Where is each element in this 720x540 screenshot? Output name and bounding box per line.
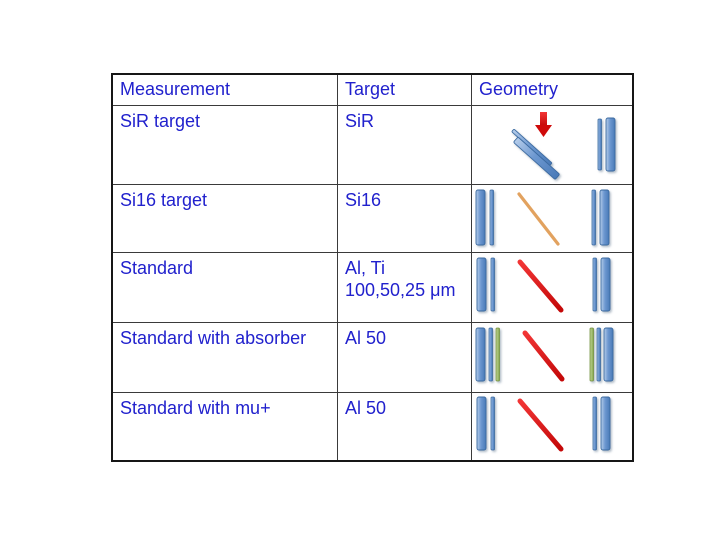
cell-target-sir: SiR: [338, 106, 472, 185]
tilted-target-beam-arrow-detector-icon: [511, 112, 616, 180]
measurement-table: Measurement Target Geometry SiR target S…: [111, 73, 634, 462]
header-cell-measurement: Measurement: [113, 75, 338, 106]
cell-geometry-mu: [472, 393, 632, 460]
tilted-target-slabs-icon: [511, 128, 560, 180]
cell-measurement-si16: Si16 target: [113, 185, 338, 253]
tan-diagonal-target-icon: [517, 192, 560, 246]
detectors-red-target-icon: [476, 396, 611, 452]
red-diagonal-target-icon: [517, 398, 564, 452]
header-cell-geometry: Geometry: [472, 75, 632, 106]
beam-arrow-down-icon: [535, 112, 552, 137]
absorber-bar-green-icon: [495, 327, 500, 382]
detector-absorber-right-icon: [589, 327, 614, 382]
absorber-bar-green-icon: [589, 327, 594, 382]
detector-bars-left-icon: [476, 257, 495, 312]
cell-target-mu: Al 50: [338, 393, 472, 460]
header-cell-target: Target: [338, 75, 472, 106]
detector-bars-left-icon: [475, 189, 494, 246]
detectors-red-target-icon: [476, 257, 611, 313]
detector-bars-right-icon: [591, 189, 610, 246]
detector-bars-left-icon: [476, 396, 495, 451]
target-line1: Al, Ti: [345, 258, 386, 278]
detector-bars-icon: [597, 117, 616, 172]
red-diagonal-target-icon: [517, 259, 564, 313]
cell-target-si16: Si16: [338, 185, 472, 253]
detector-bars-right-icon: [592, 257, 611, 312]
cell-measurement-absorber: Standard with absorber: [113, 323, 338, 393]
target-line2: 100,50,25 μm: [345, 280, 456, 300]
cell-target-absorber: Al 50: [338, 323, 472, 393]
red-diagonal-target-icon: [522, 330, 565, 382]
cell-geometry-si16: [472, 185, 632, 253]
detector-absorber-left-icon: [475, 327, 500, 382]
cell-geometry-sir: [472, 106, 632, 185]
cell-measurement-sir: SiR target: [113, 106, 338, 185]
cell-geometry-absorber: [472, 323, 632, 393]
cell-measurement-standard: Standard: [113, 253, 338, 323]
detectors-tan-target-icon: [475, 189, 610, 246]
cell-measurement-mu: Standard with mu+: [113, 393, 338, 460]
cell-geometry-standard: [472, 253, 632, 323]
detector-bars-right-icon: [592, 396, 611, 451]
detectors-absorbers-red-target-icon: [475, 327, 614, 382]
